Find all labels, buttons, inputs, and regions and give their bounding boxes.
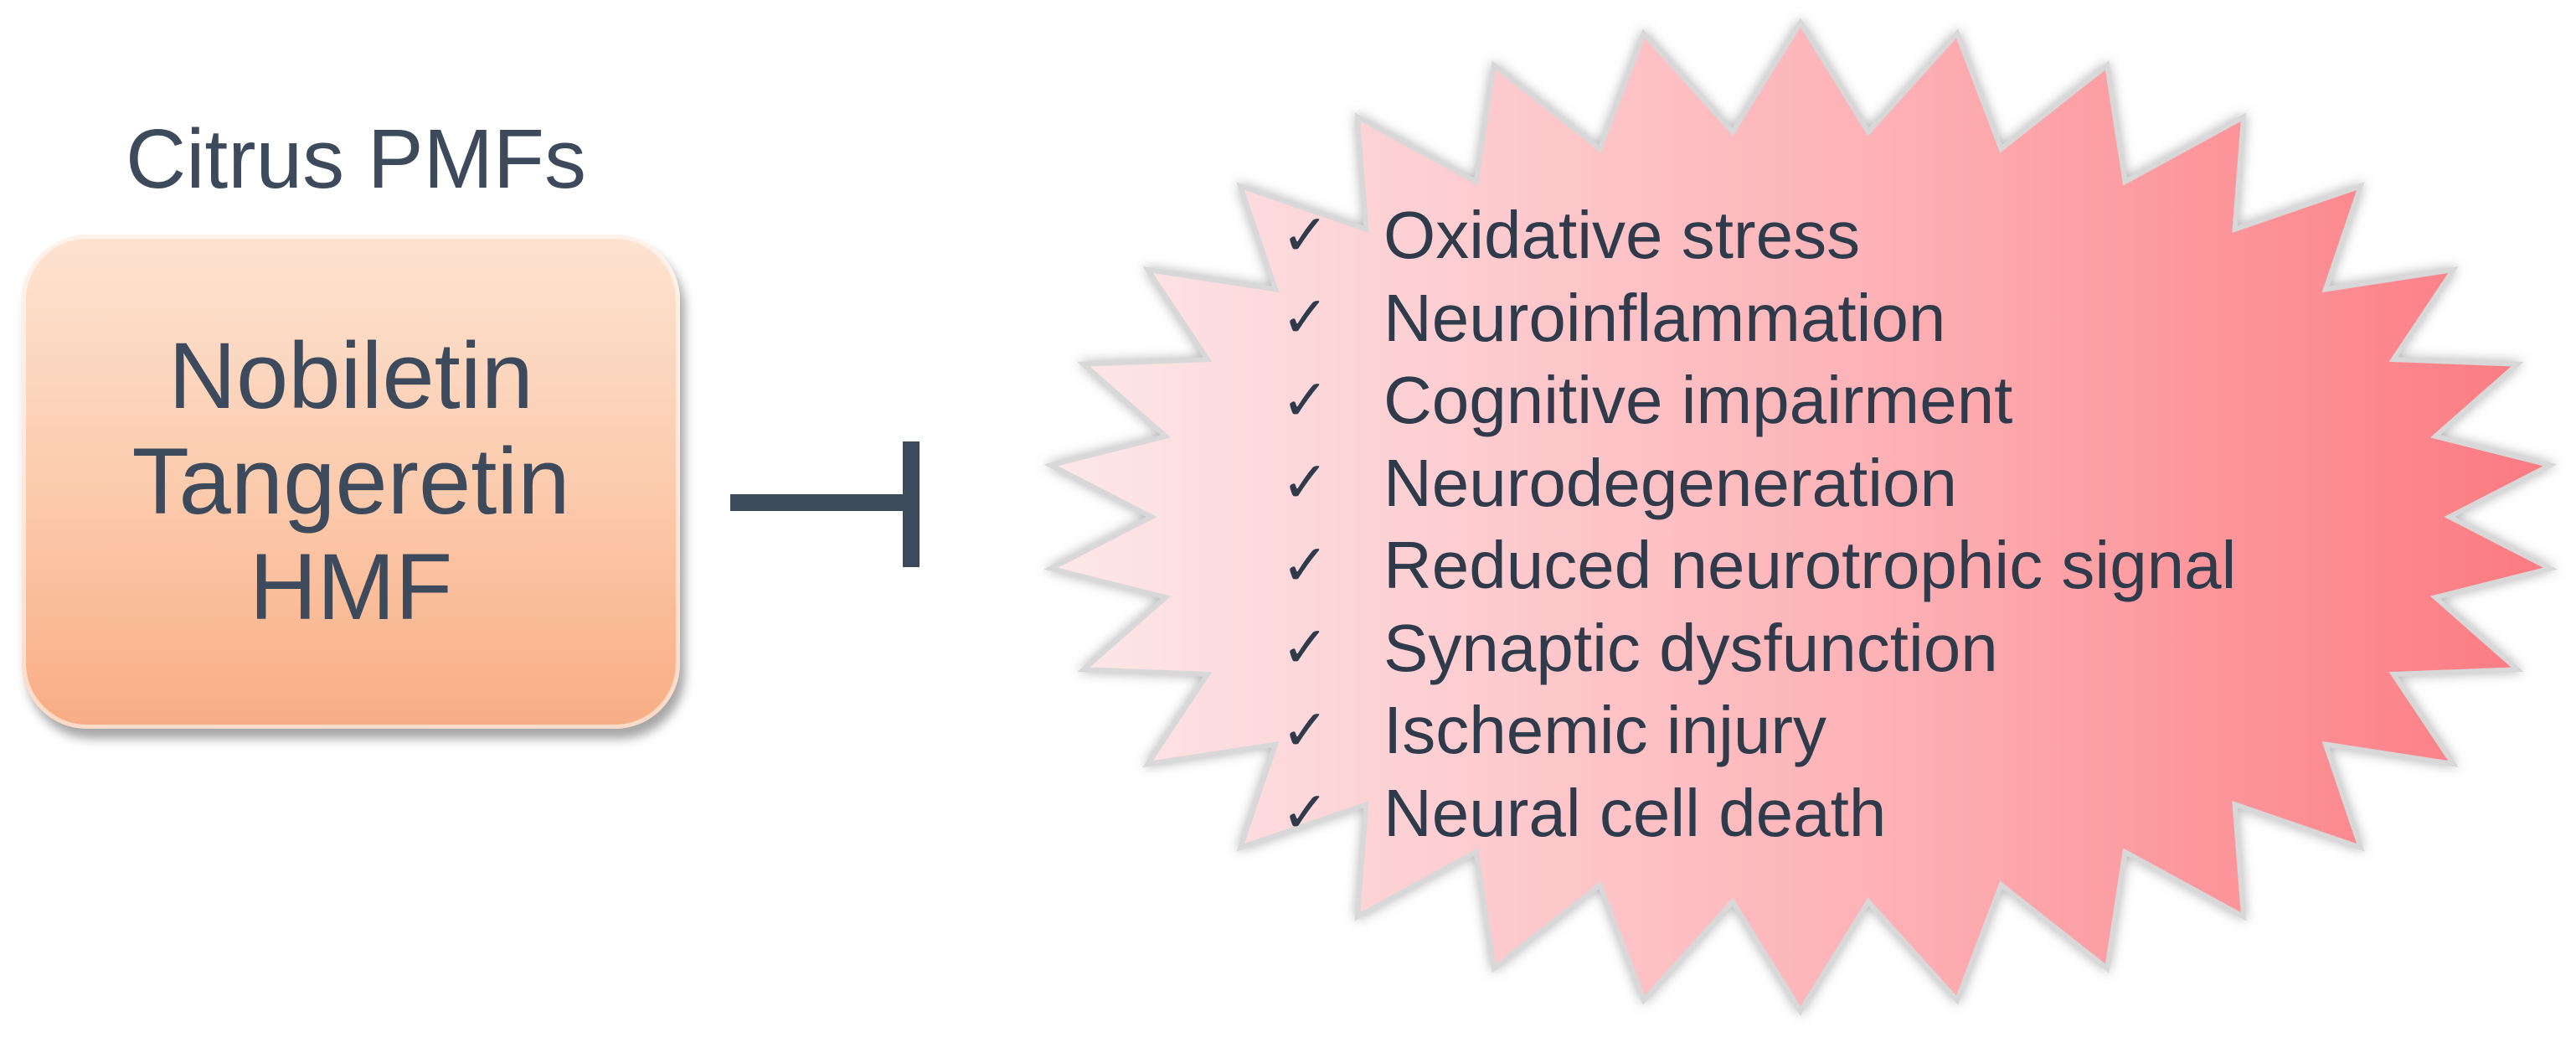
compound-nobiletin: Nobiletin (168, 323, 533, 428)
effect-item: ✓ Cognitive impairment (1281, 359, 2236, 442)
checkmark-icon: ✓ (1281, 450, 1329, 517)
compound-tangeretin: Tangeretin (131, 429, 570, 534)
compound-hmf: HMF (249, 534, 453, 639)
effect-item: ✓ Reduced neurotrophic signal (1281, 524, 2236, 607)
effect-item: ✓ Oxidative stress (1281, 194, 2236, 277)
effect-label: Ischemic injury (1383, 693, 1827, 768)
checkmark-icon: ✓ (1281, 367, 1329, 434)
checkmark-icon: ✓ (1281, 697, 1329, 764)
checkmark-icon: ✓ (1281, 532, 1329, 599)
effects-starburst (1043, 18, 2558, 1016)
effect-item: ✓ Synaptic dysfunction (1281, 607, 2236, 690)
checkmark-icon: ✓ (1281, 780, 1329, 847)
effect-label: Reduced neurotrophic signal (1383, 528, 2237, 603)
effect-label: Neurodegeneration (1383, 445, 1957, 520)
effect-item: ✓ Ischemic injury (1281, 689, 2236, 772)
inhibition-arrow (730, 441, 920, 567)
compound-box: Nobiletin Tangeretin HMF (22, 235, 680, 729)
effect-item: ✓ Neuroinflammation (1281, 277, 2236, 360)
effect-label: Synaptic dysfunction (1383, 610, 1998, 685)
effects-list: ✓ Oxidative stress ✓ Neuroinflammation ✓ Co… (1281, 194, 2236, 854)
checkmark-icon: ✓ (1281, 202, 1329, 269)
group-label: Citrus PMFs (126, 112, 586, 206)
effect-item: ✓ Neural cell death (1281, 772, 2236, 855)
effect-label: Neuroinflammation (1383, 280, 1946, 355)
effect-label: Cognitive impairment (1383, 363, 2013, 438)
effect-item: ✓ Neurodegeneration (1281, 442, 2236, 525)
checkmark-icon: ✓ (1281, 285, 1329, 352)
effect-label: Oxidative stress (1383, 198, 1861, 273)
checkmark-icon: ✓ (1281, 615, 1329, 682)
effect-label: Neural cell death (1383, 775, 1887, 850)
